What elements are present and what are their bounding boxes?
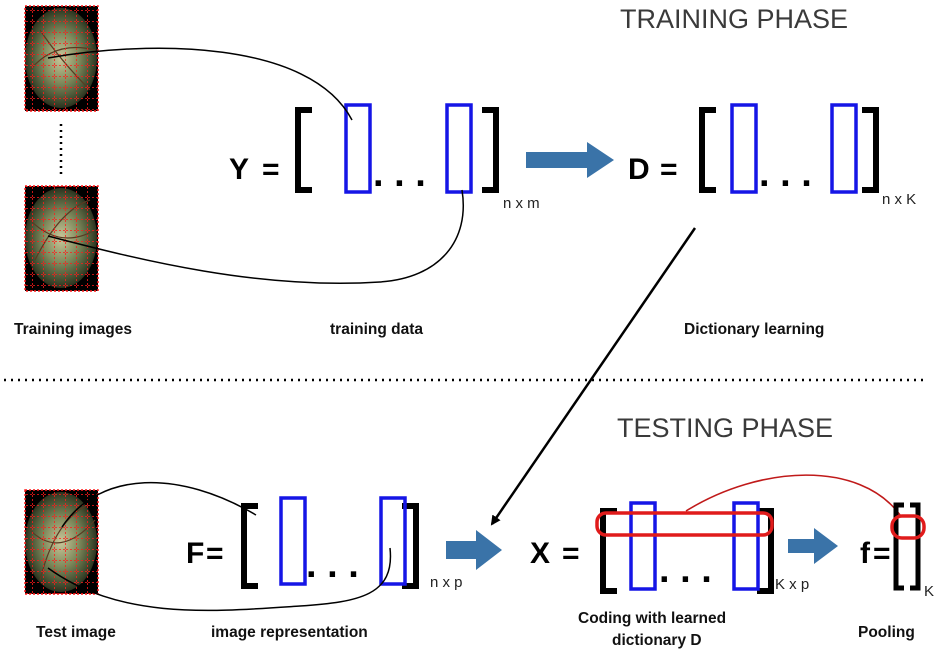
f-vector [890, 502, 926, 591]
pooling-connector-curve [685, 474, 901, 516]
f-vector-highlight [890, 514, 926, 540]
x-ellipsis: . . . [659, 549, 712, 591]
d-matrix: . . . [699, 103, 879, 195]
f-column-first [279, 496, 307, 586]
d-equals: = [660, 153, 678, 186]
x-subscript: K x p [775, 576, 809, 593]
arrow-f-to-x [446, 530, 502, 570]
coding-label-line1: Coding with learned [578, 610, 726, 627]
d-symbol: D [628, 153, 650, 186]
test-connector-curve-2 [47, 547, 392, 612]
training-image-1 [24, 5, 99, 112]
d-column-last [830, 103, 858, 194]
y-ellipsis: . . . [373, 153, 426, 195]
image-representation-label: image representation [211, 624, 368, 641]
f-vector-equals: = [873, 537, 891, 570]
d-column-first [730, 103, 758, 194]
x-column-first [629, 501, 657, 591]
x-equals: = [562, 537, 580, 570]
pooling-label: Pooling [858, 624, 915, 641]
d-ellipsis: . . . [759, 153, 812, 195]
test-image [24, 489, 99, 595]
y-matrix: . . . [295, 103, 499, 195]
y-equals: = [262, 153, 280, 186]
x-column-last [732, 501, 760, 591]
d-subscript: n x K [882, 191, 916, 208]
arrow-d-to-testing [490, 227, 697, 526]
connector-curve-1 [47, 47, 353, 121]
x-symbol: X [530, 537, 550, 570]
y-column-first [344, 103, 372, 194]
f-matrix-symbol: F [186, 537, 204, 570]
x-matrix: . . . [595, 501, 774, 594]
f-matrix-equals: = [206, 537, 224, 570]
f-vector-subscript: K [924, 583, 934, 600]
training-image-2 [24, 185, 99, 292]
f-vector-symbol: f [860, 537, 871, 570]
dictionary-learning-label: Dictionary learning [684, 321, 824, 338]
training-data-label: training data [330, 321, 423, 338]
f-ellipsis: . . . [306, 544, 359, 586]
f-column-last [379, 496, 407, 586]
x-row-highlight [595, 511, 774, 537]
training-phase-title: TRAINING PHASE [620, 4, 848, 34]
coding-label-line2: dictionary D [612, 632, 702, 649]
y-column-last [445, 103, 473, 194]
testing-phase-title: TESTING PHASE [617, 413, 833, 443]
arrow-x-to-f [788, 528, 838, 564]
test-connector-curve-1 [61, 482, 257, 528]
connector-curve-2 [47, 189, 464, 285]
f-matrix: . . . [241, 496, 419, 589]
training-images-label: Training images [14, 321, 132, 338]
test-image-label: Test image [36, 624, 116, 641]
arrow-y-to-d [526, 142, 614, 178]
y-subscript: n x m [503, 195, 540, 212]
f-matrix-subscript: n x p [430, 574, 463, 591]
y-symbol: Y [229, 153, 249, 186]
